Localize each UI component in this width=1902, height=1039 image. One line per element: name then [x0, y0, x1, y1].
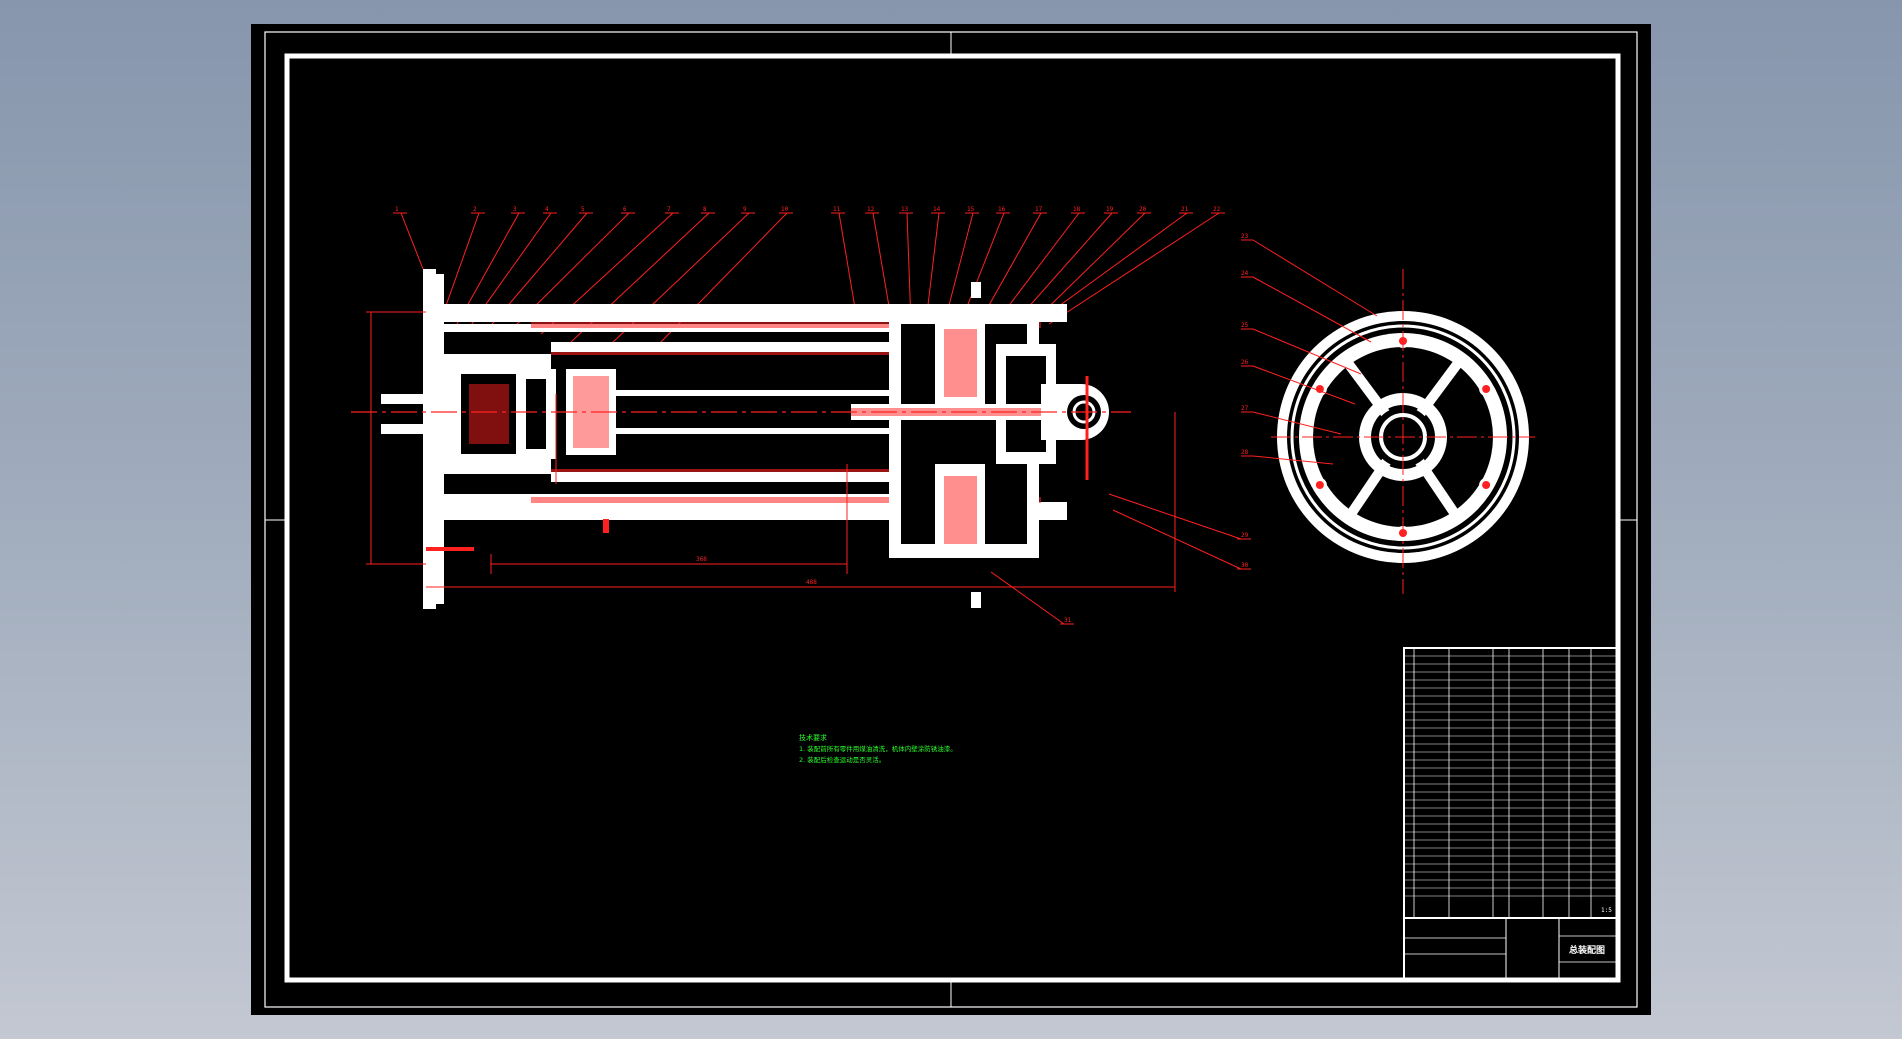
balloon-14: 14	[933, 206, 941, 213]
side-balloon-26: 26	[1241, 359, 1249, 366]
notes-title: 技术要求	[799, 733, 827, 742]
balloon-22: 22	[1213, 206, 1221, 213]
parts-columns	[1413, 648, 1592, 918]
balloon-8: 8	[703, 206, 707, 213]
side-leader-23	[1252, 239, 1378, 317]
dimensions	[366, 311, 1176, 592]
bolt-hole-center	[1315, 385, 1324, 393]
leader-11	[838, 212, 858, 321]
notes-line-2: 2. 装配后检查运动是否灵活。	[799, 755, 885, 764]
balloon-12: 12	[867, 206, 875, 213]
lower-balloon-30: 30	[1241, 562, 1249, 569]
inner-tube-top	[551, 342, 1031, 352]
side-balloon-27: 27	[1241, 405, 1249, 412]
side-balloon-24: 24	[1241, 270, 1249, 277]
side-balloon-28: 28	[1241, 449, 1249, 456]
dimension-368: 368	[696, 556, 707, 563]
leader-12	[872, 212, 892, 319]
balloon-2: 2	[473, 206, 477, 213]
balloon-20: 20	[1139, 206, 1147, 213]
leader-2	[442, 212, 480, 315]
balloon-19: 19	[1106, 206, 1114, 213]
balloon-18: 18	[1073, 206, 1081, 213]
balloon-4: 4	[545, 206, 549, 213]
piston-rod-bottom	[611, 428, 1031, 434]
inner-tube-bottom	[551, 472, 1031, 482]
piston-rod-top	[611, 390, 1031, 396]
balloon-15: 15	[967, 206, 975, 213]
notes-line-1: 1. 装配前所有零件用煤油清洗，机体内壁涂防锈油漆。	[799, 744, 957, 753]
lower-leader-31	[990, 571, 1065, 625]
balloon-11: 11	[833, 206, 841, 213]
side-leader-28	[1252, 455, 1334, 465]
inner-border	[284, 53, 1621, 983]
side-leader-27	[1252, 411, 1342, 435]
balloon-1: 1	[395, 206, 399, 213]
scale-text: 1:5	[1601, 907, 1612, 914]
leader-1	[400, 212, 424, 270]
balloon-3: 3	[513, 206, 517, 213]
title-block: 总装配图 1:5	[1403, 907, 1619, 981]
parts-list	[1403, 647, 1619, 919]
balloon-17: 17	[1035, 206, 1043, 213]
lower-leader-30	[1112, 509, 1242, 570]
leader-21	[1036, 212, 1188, 323]
leader-22	[1048, 212, 1220, 325]
balloon-9: 9	[743, 206, 747, 213]
lower-balloon-29: 29	[1241, 532, 1249, 539]
side-leader-25	[1252, 328, 1362, 375]
lower-balloon-31: 31	[1064, 617, 1072, 624]
balloon-10: 10	[781, 206, 789, 213]
balloon-5: 5	[581, 206, 585, 213]
bolt-hole-center	[1482, 385, 1491, 393]
bolt-hole-center	[1315, 481, 1324, 489]
side-leader-26	[1252, 365, 1356, 405]
flange	[423, 269, 436, 609]
lower-leader-29	[1108, 493, 1242, 540]
balloon-21: 21	[1181, 206, 1189, 213]
balloon-13: 13	[901, 206, 909, 213]
side-leader-24	[1252, 276, 1372, 343]
drawing-title: 总装配图	[1569, 944, 1605, 956]
balloon-7: 7	[667, 206, 671, 213]
balloon-6: 6	[623, 206, 627, 213]
leader-19	[1016, 212, 1113, 321]
bolt-hole-center	[1482, 481, 1491, 489]
side-balloon-25: 25	[1241, 322, 1249, 329]
side-balloon-23: 23	[1241, 233, 1249, 240]
side-view: 23 24 25 26 27 28	[1241, 233, 1535, 594]
technical-notes: 技术要求 1. 装配前所有零件用煤油清洗，机体内壁涂防锈油漆。 2. 装配后检查…	[799, 733, 957, 764]
dimension-488: 488	[806, 579, 817, 586]
balloon-16: 16	[998, 206, 1006, 213]
